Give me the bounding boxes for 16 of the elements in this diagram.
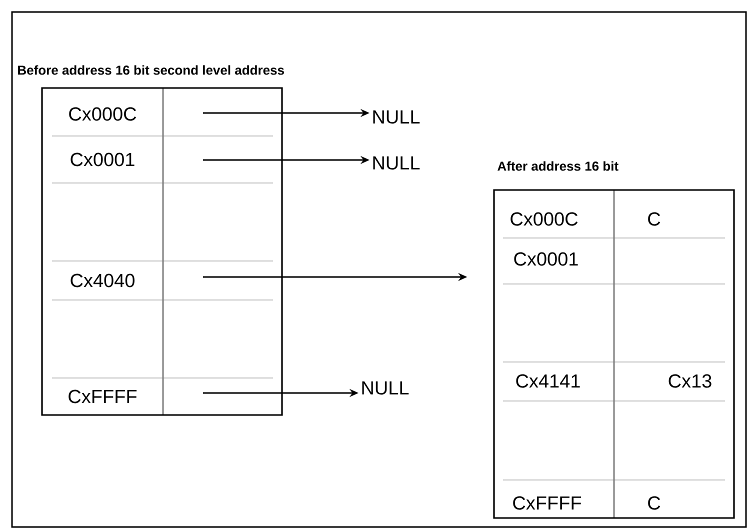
table-cell: Cx0001 xyxy=(514,252,578,266)
table-cell: CxFFFF xyxy=(513,496,582,510)
table-row: Cx000C xyxy=(69,107,136,121)
table-cell: C xyxy=(648,212,660,226)
table-row: CxFFFF xyxy=(68,390,137,404)
table-row: Cx0001 xyxy=(70,152,134,166)
table-heading: Before address 16 bit second level address xyxy=(18,65,284,75)
table-cell: Cx13 xyxy=(668,374,712,388)
null-label: NULL xyxy=(373,110,420,124)
table-cell: C xyxy=(648,496,660,510)
null-label: NULL xyxy=(362,381,409,395)
table-cell: Cx000C xyxy=(510,212,578,226)
null-label: NULL xyxy=(373,156,420,170)
table-heading: After address 16 bit xyxy=(498,161,618,171)
table-cell: Cx4141 xyxy=(516,374,580,388)
table-row: Cx4040 xyxy=(70,274,134,288)
